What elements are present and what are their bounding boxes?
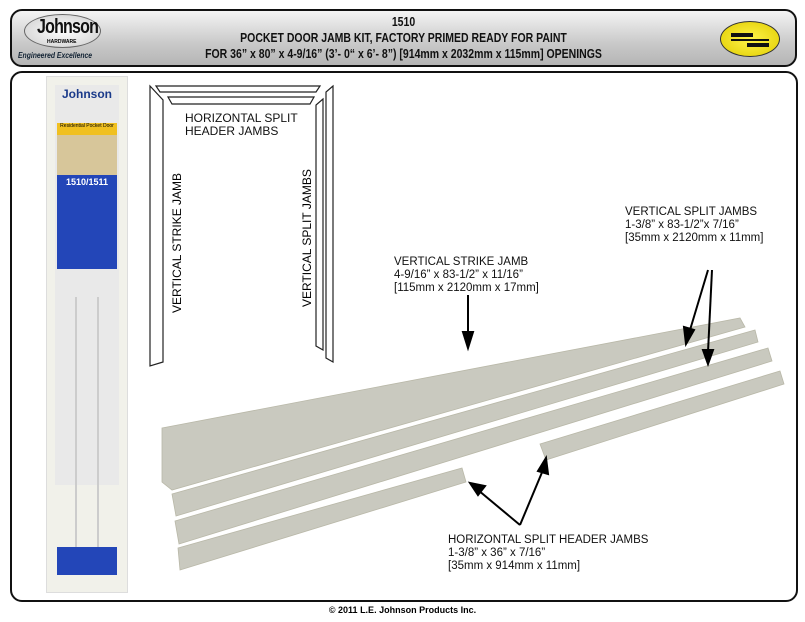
package-band: Residential Pocket Door (57, 123, 117, 135)
diagram-header-label-2: HEADER JAMBS (185, 124, 279, 138)
diagram-header-jamb (154, 85, 322, 93)
product-subtitle: FOR 36” x 80” x 4-9/16” (3’- 0“ x 6’- 8”… (205, 47, 602, 61)
header-jamb-board (539, 370, 785, 461)
header-metric: [35mm x 914mm x 11mm] (448, 560, 581, 572)
split-jamb-board (174, 347, 773, 545)
diagram-split-jamb (315, 97, 324, 352)
package-brand: Johnson (62, 87, 112, 101)
tagline: Engineered Excellence (18, 50, 93, 60)
product-title: POCKET DOOR JAMB KIT, FACTORY PRIMED REA… (240, 31, 567, 45)
split-callout: VERTICAL SPLIT JAMBS 1-3/8” x 83-1/2”x 7… (625, 206, 763, 245)
header-size: 1-3/8” x 36” x 7/16” (448, 547, 546, 559)
copyright: © 2011 L.E. Johnson Products Inc. (328, 605, 477, 615)
strike-name: VERTICAL STRIKE JAMB (394, 256, 529, 268)
strike-jamb-board (161, 317, 746, 491)
content-panel (10, 71, 798, 602)
split-metric: [35mm x 2120mm x 11mm] (625, 232, 764, 244)
arrow-header-2 (519, 469, 544, 526)
logo-text: Johnson (37, 16, 99, 38)
split-jamb-board (171, 329, 759, 517)
diagram-strike-label: VERTICAL STRIKE JAMB (170, 172, 184, 313)
strike-size: 4-9/16” x 83-1/2” x 11/16” (394, 269, 523, 281)
package-model: 1510/1511 (65, 177, 109, 187)
model-number: 1510 (391, 15, 416, 29)
strike-callout: VERTICAL STRIKE JAMB 4-9/16” x 83-1/2” x… (394, 256, 539, 295)
diagram-strike-jamb (149, 84, 164, 367)
split-name: VERTICAL SPLIT JAMBS (625, 206, 758, 218)
header-callout: HORIZONTAL SPLIT HEADER JAMBS 1-3/8” x 3… (448, 534, 648, 573)
arrow-split-1 (689, 269, 709, 331)
split-size: 1-3/8” x 83-1/2”x 7/16” (625, 219, 739, 231)
pocket-door-icon (720, 21, 780, 57)
arrow-split-2 (707, 269, 713, 353)
logo-sub: HARDWARE (47, 39, 77, 45)
diagram-split-label: VERTICAL SPLIT JAMBS (300, 169, 314, 307)
header-name: HORIZONTAL SPLIT HEADER JAMBS (448, 534, 649, 546)
header-jamb-board (177, 467, 467, 571)
diagram-split-jamb (325, 84, 334, 364)
diagram-header-jamb (166, 96, 316, 105)
package-photo: Johnson Residential Pocket Door 1510/151… (46, 76, 128, 593)
strike-metric: [115mm x 2120mm x 17mm] (394, 282, 539, 294)
arrow-header-1 (477, 489, 521, 526)
diagram-header-label-1: HORIZONTAL SPLIT (185, 111, 298, 125)
